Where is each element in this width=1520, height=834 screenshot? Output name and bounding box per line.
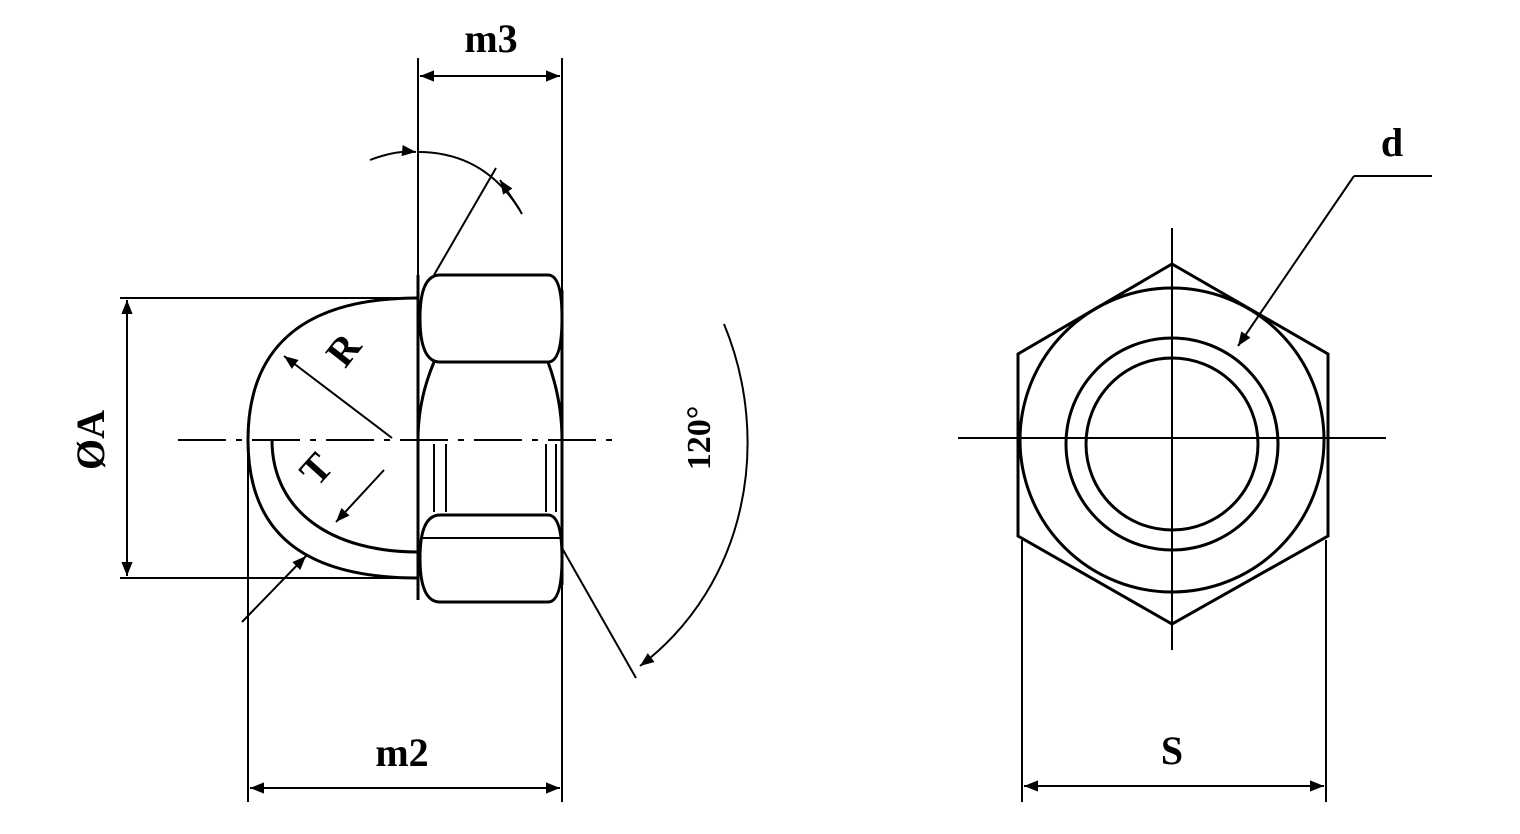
thread-outer-circle	[1064, 336, 1280, 552]
side-view: m3 m2 ØA R T 120°	[68, 16, 749, 802]
s-label: S	[1161, 728, 1183, 773]
thread-inner-circle	[1084, 356, 1260, 532]
hexagon-outline	[1016, 262, 1330, 626]
thread-label: d	[1381, 120, 1403, 165]
m2-label: m2	[375, 730, 428, 775]
angle-top-arc	[369, 145, 417, 161]
hex-bottom-flat	[418, 513, 564, 604]
dome-inner-contour	[270, 439, 419, 554]
angle-top-arc-right	[417, 151, 523, 215]
chamfer-circle	[1018, 286, 1326, 594]
angle-120-arc	[639, 323, 749, 667]
angle-bottom-extension	[561, 547, 637, 679]
hex-middle-face	[416, 361, 564, 515]
diameter-a-label: ØA	[68, 410, 113, 470]
thread-leader-diagonal	[1237, 175, 1355, 347]
front-view: d S	[958, 120, 1432, 802]
hex-top-flat	[418, 273, 564, 364]
m3-label: m3	[464, 16, 517, 61]
radius-leader	[283, 355, 393, 439]
thickness-leader-upper	[335, 469, 385, 523]
thickness-leader-lower	[241, 555, 307, 623]
angle-120-label: 120°	[681, 406, 718, 471]
angle-top-extension	[433, 167, 497, 276]
thickness-label: T	[290, 444, 342, 494]
angle-top-arrow-tip	[499, 179, 521, 211]
radius-label: R	[317, 324, 371, 375]
